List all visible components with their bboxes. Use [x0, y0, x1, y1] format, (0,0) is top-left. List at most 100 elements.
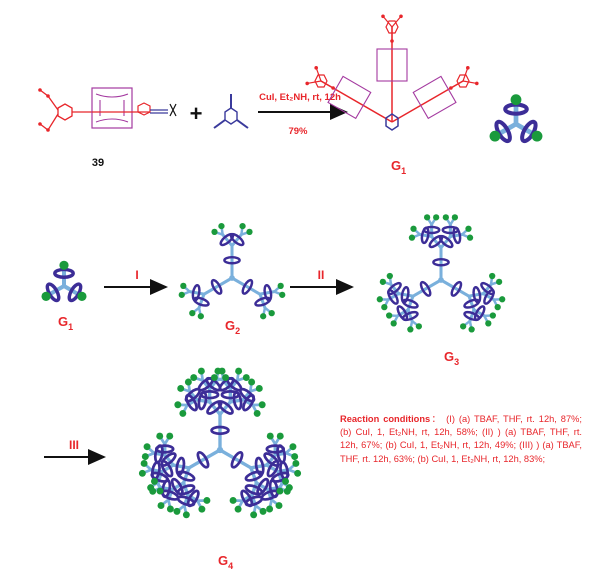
- bead: [282, 477, 290, 485]
- g3-cartoon: [376, 214, 506, 333]
- bead-group: [376, 214, 506, 333]
- bead: [266, 432, 274, 440]
- bead: [141, 453, 149, 461]
- yield-label: 79%: [288, 126, 308, 137]
- bead: [218, 222, 225, 230]
- bead: [459, 323, 467, 330]
- ring: [160, 452, 177, 467]
- bead: [294, 469, 302, 477]
- ring: [422, 225, 441, 235]
- rotaxane-box: [91, 87, 133, 129]
- ring: [241, 278, 254, 295]
- bond: [411, 278, 443, 298]
- dendron-unit: [178, 222, 286, 320]
- bond: [202, 276, 234, 296]
- bead: [179, 409, 187, 417]
- bead: [276, 487, 284, 495]
- branch: [307, 80, 322, 85]
- ring: [217, 400, 234, 415]
- branch: [462, 80, 477, 85]
- ring: [242, 393, 255, 412]
- g1-cartoon-icon: [489, 94, 543, 144]
- g1-small-cartoon: [41, 260, 87, 303]
- bond-path: [39, 89, 92, 131]
- bead: [489, 312, 496, 319]
- bead: [258, 401, 266, 409]
- center-node: [229, 275, 235, 281]
- ring: [170, 477, 184, 496]
- ring: [396, 305, 409, 322]
- ring: [191, 284, 201, 302]
- bead: [246, 228, 253, 236]
- bead: [451, 214, 459, 221]
- bead: [291, 453, 299, 461]
- g1-label: G1: [58, 314, 73, 332]
- g4-label: G4: [218, 553, 233, 571]
- bead: [218, 367, 226, 375]
- reaction-conditions-heading: Reaction conditions: [340, 414, 431, 424]
- bead: [229, 497, 237, 504]
- bead: [178, 291, 185, 298]
- bead: [275, 502, 283, 510]
- bead: [211, 228, 218, 236]
- branch: [462, 67, 469, 82]
- compound-39-structure: [38, 87, 177, 132]
- rotaxane-box: [327, 75, 372, 120]
- bead: [485, 320, 492, 327]
- bead: [376, 296, 383, 303]
- bead: [390, 320, 397, 327]
- bead: [177, 384, 185, 392]
- bead: [190, 374, 198, 382]
- atom: [314, 66, 318, 70]
- atom: [475, 81, 479, 86]
- ring: [266, 459, 280, 478]
- ring-group: [150, 376, 290, 508]
- bead: [277, 282, 284, 290]
- alkyne-arm: [236, 119, 249, 129]
- ring-group: [191, 232, 273, 307]
- bead: [499, 296, 506, 303]
- g4-cartoon: [138, 367, 302, 519]
- atom: [390, 39, 394, 43]
- g2-cartoon: [178, 222, 286, 320]
- core-ring: [385, 113, 399, 131]
- center-node: [438, 277, 444, 283]
- ring: [244, 484, 264, 496]
- bead: [143, 443, 151, 451]
- ring: [483, 288, 495, 305]
- benzene-ring: [224, 107, 238, 125]
- bead: [410, 225, 417, 232]
- bond: [218, 448, 253, 470]
- ring: [432, 257, 450, 267]
- bead: [433, 214, 440, 221]
- silyl-mark: [169, 103, 177, 117]
- ring: [450, 280, 463, 297]
- ring: [229, 232, 245, 247]
- atom: [305, 81, 309, 86]
- bead: [248, 378, 256, 386]
- bead: [182, 511, 190, 519]
- bead: [59, 260, 69, 270]
- bead: [174, 401, 182, 409]
- bead: [77, 291, 87, 301]
- bead: [468, 326, 475, 333]
- branch: [382, 15, 393, 28]
- benzene-ring: [456, 74, 470, 88]
- reaction-conditions-note: Reaction conditions： (I) (a) TBAF, THF, …: [340, 413, 582, 466]
- bead-group: [178, 222, 286, 320]
- bead: [253, 409, 261, 417]
- ring: [196, 450, 210, 469]
- ring: [438, 234, 454, 249]
- step-1-label: I: [135, 268, 138, 282]
- g1-product-label: G1: [391, 158, 406, 176]
- bead: [386, 272, 393, 280]
- atom: [466, 66, 470, 70]
- bead: [156, 487, 164, 495]
- bead: [234, 505, 242, 513]
- ring: [463, 298, 481, 309]
- bead: [268, 309, 275, 317]
- bead: [156, 432, 164, 440]
- dendron-unit: [376, 214, 506, 333]
- rotaxane-box: [412, 75, 457, 120]
